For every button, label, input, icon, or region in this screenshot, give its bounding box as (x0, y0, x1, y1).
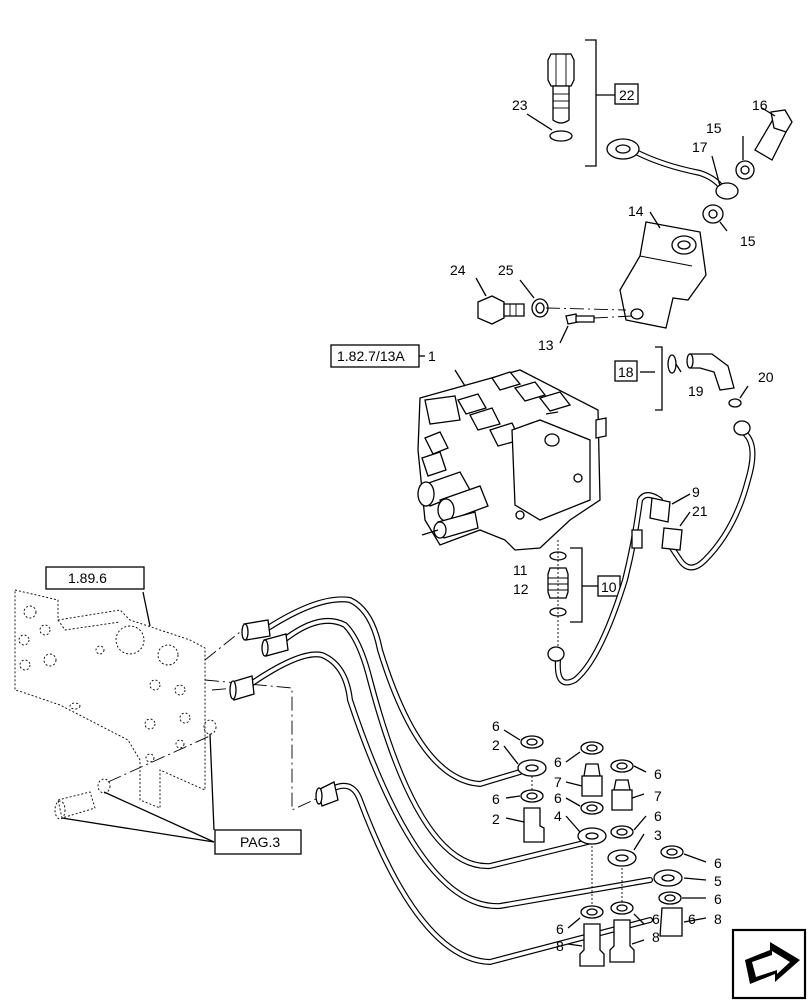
label-12: 12 (513, 581, 529, 597)
label-11: 11 (513, 562, 528, 578)
label-6-i: 6 (556, 921, 564, 937)
label-23: 23 (512, 97, 528, 113)
mounting-plate-1.89.6 (14, 589, 217, 809)
label-6-d: 6 (492, 791, 500, 807)
banjo-assembly (606, 107, 793, 329)
label-17: 17 (692, 139, 708, 155)
control-valve-1 (417, 369, 607, 551)
adapter-assembly-10 (547, 540, 621, 650)
label-10: 10 (601, 579, 617, 595)
label-2-a: 2 (492, 737, 500, 753)
part-labels: 22 23 16 15 17 14 15 24 25 13 1 18 19 20… (428, 87, 774, 954)
label-1: 1 (428, 348, 436, 364)
label-6-j: 6 (652, 911, 660, 927)
label-5: 5 (714, 873, 722, 889)
bolt-assembly (475, 277, 633, 344)
label-6-f: 6 (654, 808, 662, 824)
label-15-bottom: 15 (740, 233, 756, 249)
label-24: 24 (450, 262, 466, 278)
label-6-b: 6 (554, 754, 562, 770)
ref-box-plate (45, 566, 145, 590)
label-25: 25 (498, 262, 514, 278)
fitting-assembly-22 (526, 39, 639, 167)
lower-fittings (517, 735, 684, 967)
elbow-and-pipe-assembly (547, 346, 756, 686)
label-18: 18 (618, 364, 634, 380)
long-pipes (204, 596, 653, 965)
ref-box-page[interactable] (214, 829, 302, 855)
label-6-k: 6 (688, 911, 696, 927)
label-6-g: 6 (714, 855, 722, 871)
label-3: 3 (654, 827, 662, 843)
label-7-b: 7 (654, 788, 662, 804)
label-7-a: 7 (554, 774, 562, 790)
label-8-a: 8 (714, 911, 722, 927)
label-6-h: 6 (714, 891, 722, 907)
ref-page-label[interactable]: PAG.3 (240, 834, 280, 850)
label-6-c: 6 (654, 766, 662, 782)
ref-valve-label: 1.82.7/13A (337, 348, 405, 364)
label-8-c: 8 (652, 929, 660, 945)
next-page-arrow-icon[interactable] (731, 928, 807, 1000)
ref-plate-label: 1.89.6 (68, 570, 107, 586)
quick-coupler (54, 733, 215, 843)
label-6-e: 6 (554, 790, 562, 806)
label-21: 21 (692, 503, 708, 519)
label-9: 9 (692, 484, 700, 500)
label-13: 13 (538, 337, 554, 353)
label-22: 22 (619, 87, 635, 103)
label-16: 16 (752, 97, 768, 113)
label-20: 20 (758, 369, 774, 385)
label-4: 4 (554, 808, 562, 824)
label-19: 19 (688, 383, 704, 399)
label-8-b: 8 (556, 938, 564, 954)
label-14: 14 (628, 203, 644, 219)
label-6-a: 6 (492, 718, 500, 734)
label-2-b: 2 (492, 811, 500, 827)
label-15-top: 15 (706, 120, 722, 136)
leader-lines (503, 411, 707, 947)
